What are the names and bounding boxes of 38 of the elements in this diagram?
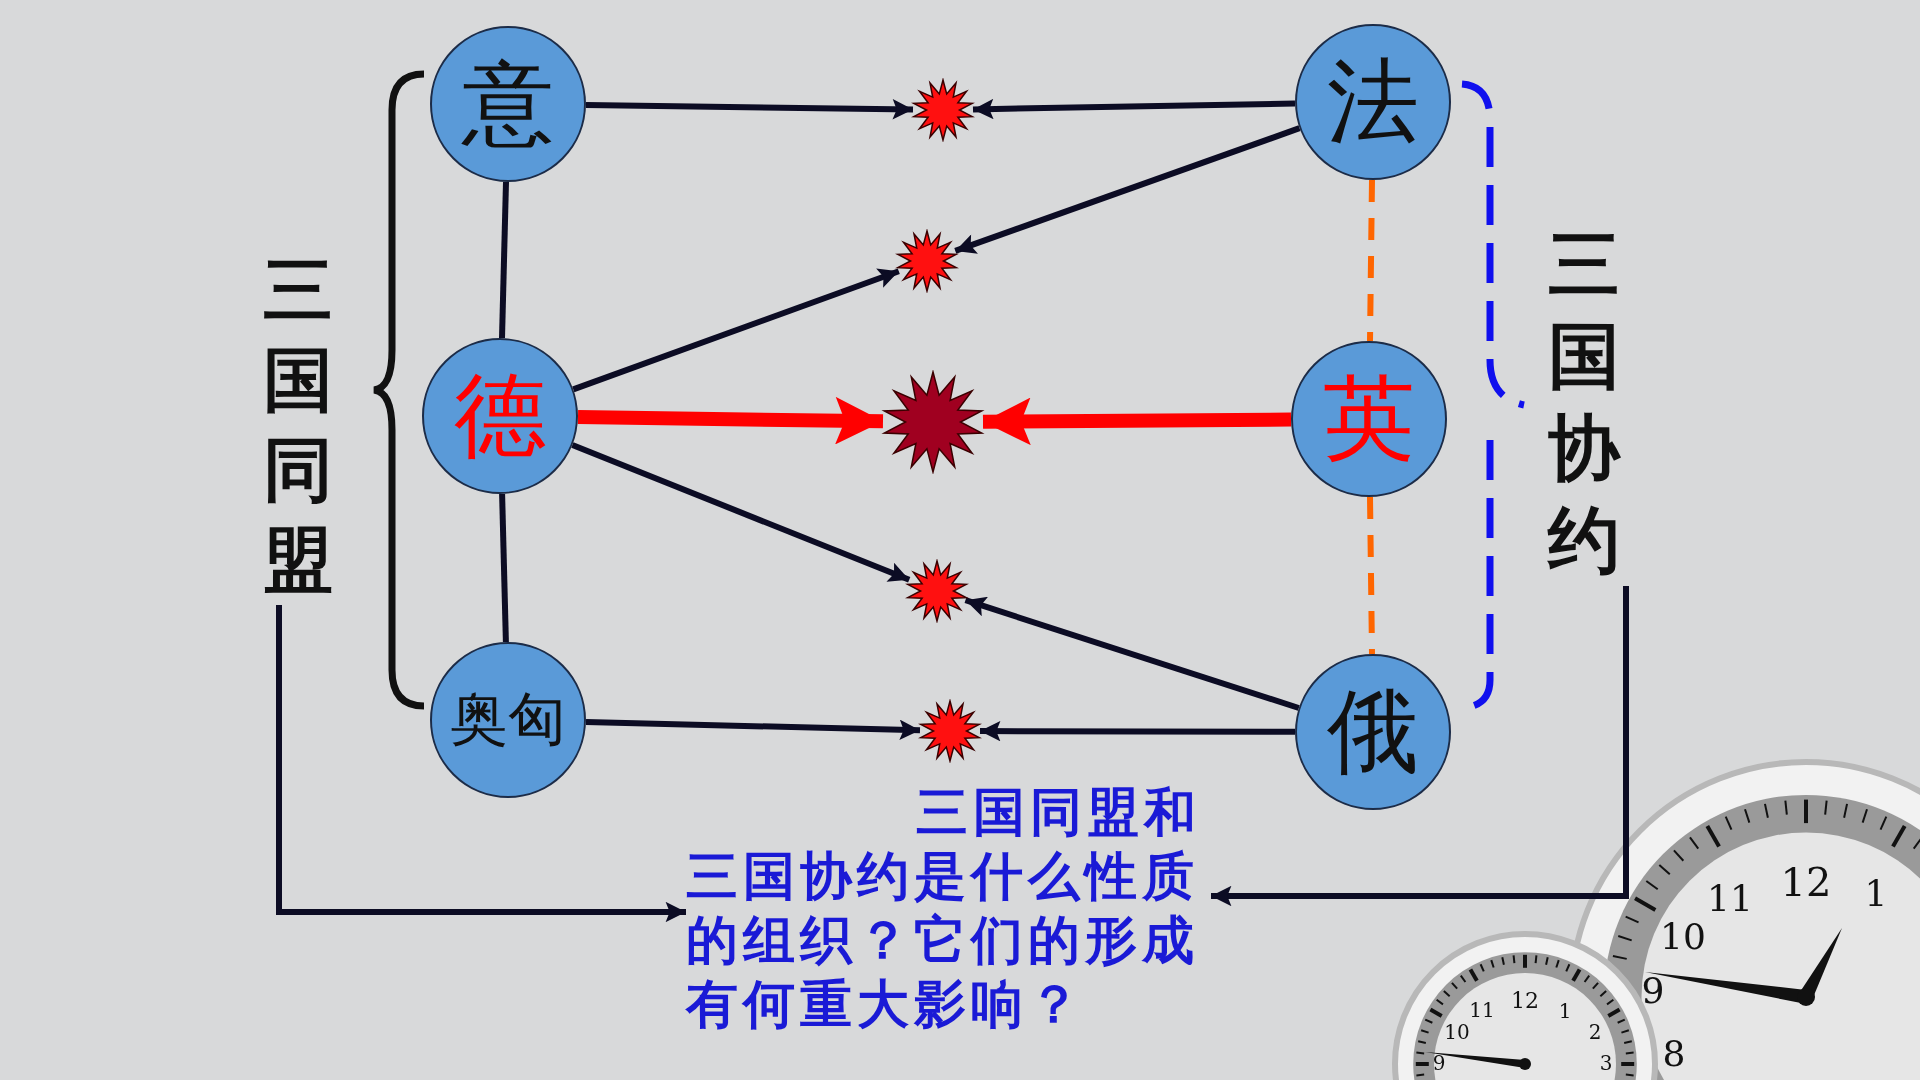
connector-line bbox=[499, 493, 509, 643]
clock-numeral: 9 bbox=[1641, 970, 1665, 1011]
clock-numeral: 11 bbox=[1707, 878, 1753, 919]
clock-numeral: 2 bbox=[1588, 1019, 1602, 1044]
clock-numeral: 9 bbox=[1432, 1050, 1446, 1075]
arrow bbox=[577, 396, 884, 445]
vertical-label: 三国同盟 bbox=[258, 245, 338, 605]
connector-line bbox=[499, 181, 509, 339]
arrow bbox=[572, 268, 900, 393]
dashed-line bbox=[1367, 496, 1375, 655]
vertical-label: 三国协约 bbox=[1538, 218, 1630, 586]
question-text: 三国同盟和三国协约是什么性质的组织？它们的形成有何重大影响？ bbox=[686, 780, 1211, 1050]
clock-numeral: 10 bbox=[1444, 1019, 1470, 1044]
clock-numeral: 12 bbox=[1780, 859, 1832, 905]
clock-numeral: 11 bbox=[1469, 997, 1495, 1022]
clock-numeral: 1 bbox=[1558, 998, 1572, 1023]
clock-numeral: 1 bbox=[1864, 873, 1888, 914]
country-circle: 德 bbox=[422, 338, 578, 494]
country-circle: 法 bbox=[1295, 24, 1451, 180]
arrow bbox=[1211, 586, 1629, 907]
arrow bbox=[585, 718, 921, 740]
country-circle: 意 bbox=[430, 26, 586, 182]
dashed-line bbox=[1367, 179, 1375, 342]
arrow bbox=[964, 596, 1300, 711]
country-circle: 奥匈 bbox=[430, 642, 586, 798]
arrow bbox=[276, 605, 686, 923]
arrow bbox=[954, 125, 1301, 254]
arrow bbox=[980, 720, 1295, 742]
arrow bbox=[585, 99, 914, 120]
country-circle: 俄 bbox=[1295, 654, 1451, 810]
clock-numeral: 8 bbox=[1662, 1033, 1686, 1074]
arrow bbox=[982, 397, 1292, 446]
clock-numeral: 3 bbox=[1599, 1050, 1613, 1075]
country-circle: 英 bbox=[1291, 341, 1447, 497]
clock-numeral: 10 bbox=[1660, 916, 1706, 957]
clock-numeral: 12 bbox=[1511, 988, 1539, 1013]
arrow bbox=[972, 98, 1296, 120]
arrow bbox=[571, 442, 911, 583]
